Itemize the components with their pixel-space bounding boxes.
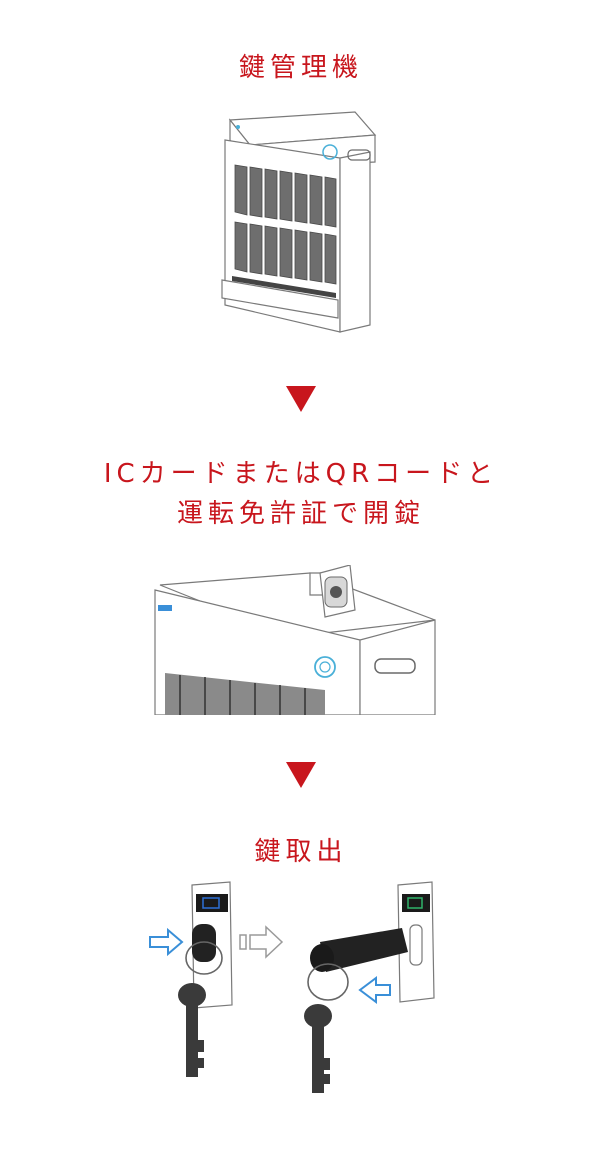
step-title-unlock-line2: 運転免許証で開錠 [176, 499, 425, 529]
step-title-key-removal: 鍵取出 [254, 837, 348, 867]
step-title-key-management-machine: 鍵管理機 [238, 53, 363, 83]
down-arrow-icon [286, 386, 316, 412]
hollow-right-arrow-icon [239, 925, 284, 959]
left-key-slot-panel [178, 881, 233, 1077]
card-reader-illustration [154, 565, 436, 715]
key-removal-illustration [149, 881, 435, 1093]
right-key-slot-panel [304, 881, 435, 1093]
blue-insert-arrow-icon [149, 927, 184, 957]
down-arrow-icon [286, 762, 316, 788]
step-title-unlock-line1: ICカードまたはQRコードと [103, 459, 499, 489]
key-cabinet-illustration [221, 111, 377, 333]
